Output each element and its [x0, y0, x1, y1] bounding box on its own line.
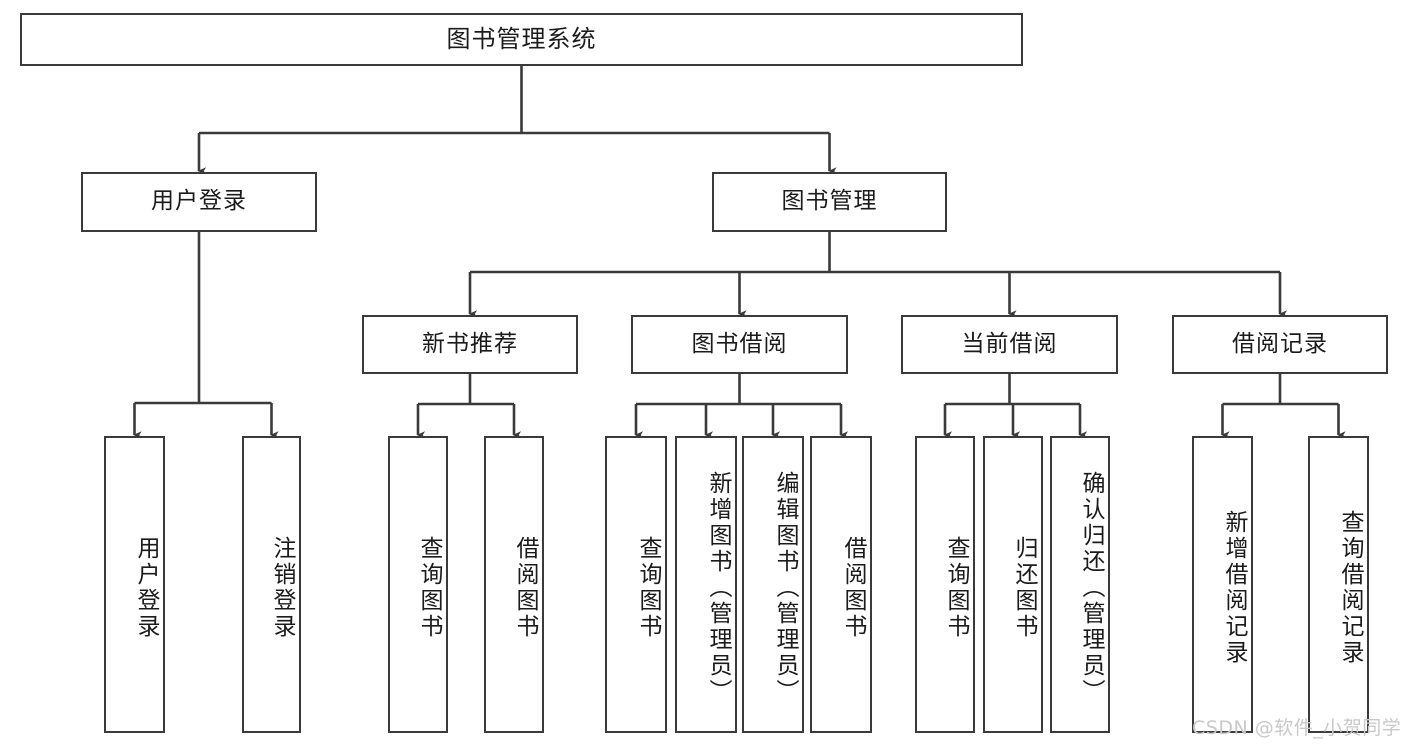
node-leaf-edit-book-admin: 编辑图书（管理员）: [742, 436, 804, 733]
node-leaf-add-record: 新增借阅记录: [1192, 436, 1253, 733]
node-leaf-query-record: 查询借阅记录: [1308, 436, 1369, 733]
node-leaf-borrow-book-bor: 借阅图书: [810, 436, 872, 733]
node-root: 图书管理系统: [20, 13, 1023, 66]
node-leaf-return-book: 归还图书: [983, 436, 1043, 733]
node-label: 编辑图书（管理员）: [772, 470, 798, 705]
node-book-manage: 图书管理: [712, 172, 947, 232]
node-current-borrow: 当前借阅: [901, 315, 1118, 374]
node-book-borrow: 图书借阅: [631, 315, 848, 374]
node-label: 图书管理: [781, 188, 878, 215]
csdn-watermark: CSDN @软件_小贺同学: [1192, 717, 1402, 739]
node-leaf-add-book-admin: 新增图书（管理员）: [675, 436, 737, 733]
node-leaf-borrow-book-rec: 借阅图书: [484, 436, 544, 733]
node-label: 查询图书: [416, 535, 442, 640]
node-label: 注销登录: [269, 535, 295, 640]
node-label: 查询图书: [635, 535, 661, 640]
node-label: 图书管理系统: [446, 25, 597, 54]
node-leaf-query-book-cur: 查询图书: [915, 436, 975, 733]
node-label: 借阅图书: [512, 535, 538, 640]
node-label: 借阅记录: [1232, 330, 1328, 357]
node-leaf-query-book-bor: 查询图书: [605, 436, 667, 733]
node-label: 查询借阅记录: [1337, 509, 1363, 666]
node-leaf-confirm-return: 确认归还（管理员）: [1050, 436, 1110, 733]
node-leaf-query-book-rec: 查询图书: [388, 436, 448, 733]
node-user-login: 用户登录: [81, 172, 317, 232]
node-leaf-user-logout: 注销登录: [242, 436, 301, 733]
node-label: 确认归还（管理员）: [1078, 470, 1104, 705]
node-label: 查询图书: [943, 535, 969, 640]
node-label: 新书推荐: [422, 330, 518, 357]
node-label: 用户登录: [151, 188, 247, 215]
node-label: 归还图书: [1011, 535, 1037, 640]
node-borrow-record: 借阅记录: [1172, 315, 1388, 374]
node-label: 新增图书（管理员）: [705, 470, 731, 705]
node-label: 当前借阅: [961, 330, 1058, 357]
node-new-book-recommend: 新书推荐: [362, 315, 578, 374]
node-label: 图书借阅: [691, 330, 788, 357]
node-leaf-user-login: 用户登录: [104, 436, 165, 733]
node-label: 借阅图书: [840, 535, 866, 640]
node-label: 新增借阅记录: [1221, 509, 1247, 666]
node-label: 用户登录: [133, 535, 159, 640]
